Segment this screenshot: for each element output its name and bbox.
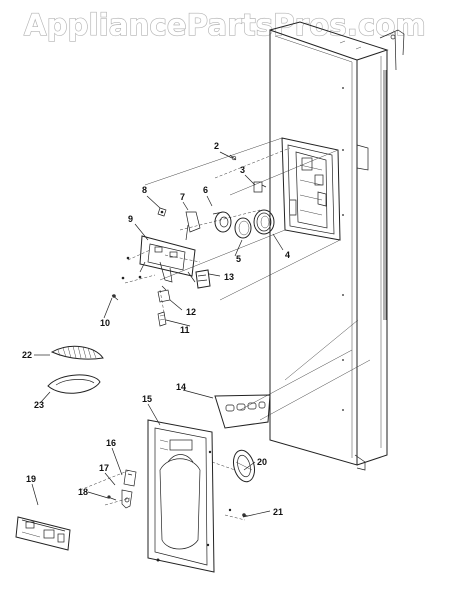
callout-8: 8 (142, 185, 147, 195)
dispenser-recess (281, 137, 341, 241)
part-15-dispenser-housing (147, 419, 215, 573)
part-7-lever (185, 211, 201, 241)
callout-16: 16 (106, 438, 116, 448)
callout-6: 6 (203, 185, 208, 195)
callout-17: 17 (99, 463, 109, 473)
part-10-screw (111, 294, 119, 301)
callout-22: 22 (22, 350, 32, 360)
callout-11: 11 (180, 325, 190, 335)
watermark-logo: AppliancePartsPros.com (23, 7, 426, 42)
part-17-bracket (121, 489, 133, 509)
part-6-switch (212, 211, 232, 233)
callout-20: 20 (257, 457, 267, 467)
part-19-control-board (15, 516, 71, 551)
callout-14: 14 (176, 382, 186, 392)
callout-13: 13 (224, 272, 234, 282)
door-panel (269, 21, 405, 471)
part-21-screw (228, 508, 249, 517)
part-8-bracket (157, 207, 167, 217)
part-22-grille (50, 345, 104, 360)
callout-10: 10 (100, 318, 110, 328)
callout-3: 3 (240, 165, 245, 175)
callout-9: 9 (128, 214, 133, 224)
callout-2: 2 (214, 141, 219, 151)
callout-5: 5 (236, 254, 241, 264)
callout-21: 21 (273, 507, 283, 517)
part-3-clip (253, 181, 267, 193)
callout-12: 12 (186, 307, 196, 317)
part-4-ring (253, 209, 275, 235)
part-12-actuator (157, 285, 171, 303)
part-23-tray (47, 374, 101, 394)
part-13-solenoid (195, 269, 211, 289)
callout-labels: 2 3 4 5 6 7 8 9 10 11 12 13 14 15 16 17 … (22, 141, 290, 517)
leader-lines (31, 137, 371, 521)
callout-7: 7 (180, 192, 185, 202)
part-9-housing (121, 235, 196, 283)
part-11-spring (157, 311, 167, 327)
part-14-label (214, 394, 271, 429)
part-20-lens (232, 449, 256, 483)
callout-4: 4 (285, 250, 290, 260)
part-18-screw (107, 495, 117, 501)
callout-18: 18 (78, 487, 88, 497)
part-5-disc (234, 217, 252, 239)
part-2-screw (229, 154, 237, 161)
part-16-switch (123, 469, 137, 487)
callout-23: 23 (34, 400, 44, 410)
callout-15: 15 (142, 394, 152, 404)
callout-19: 19 (26, 474, 36, 484)
